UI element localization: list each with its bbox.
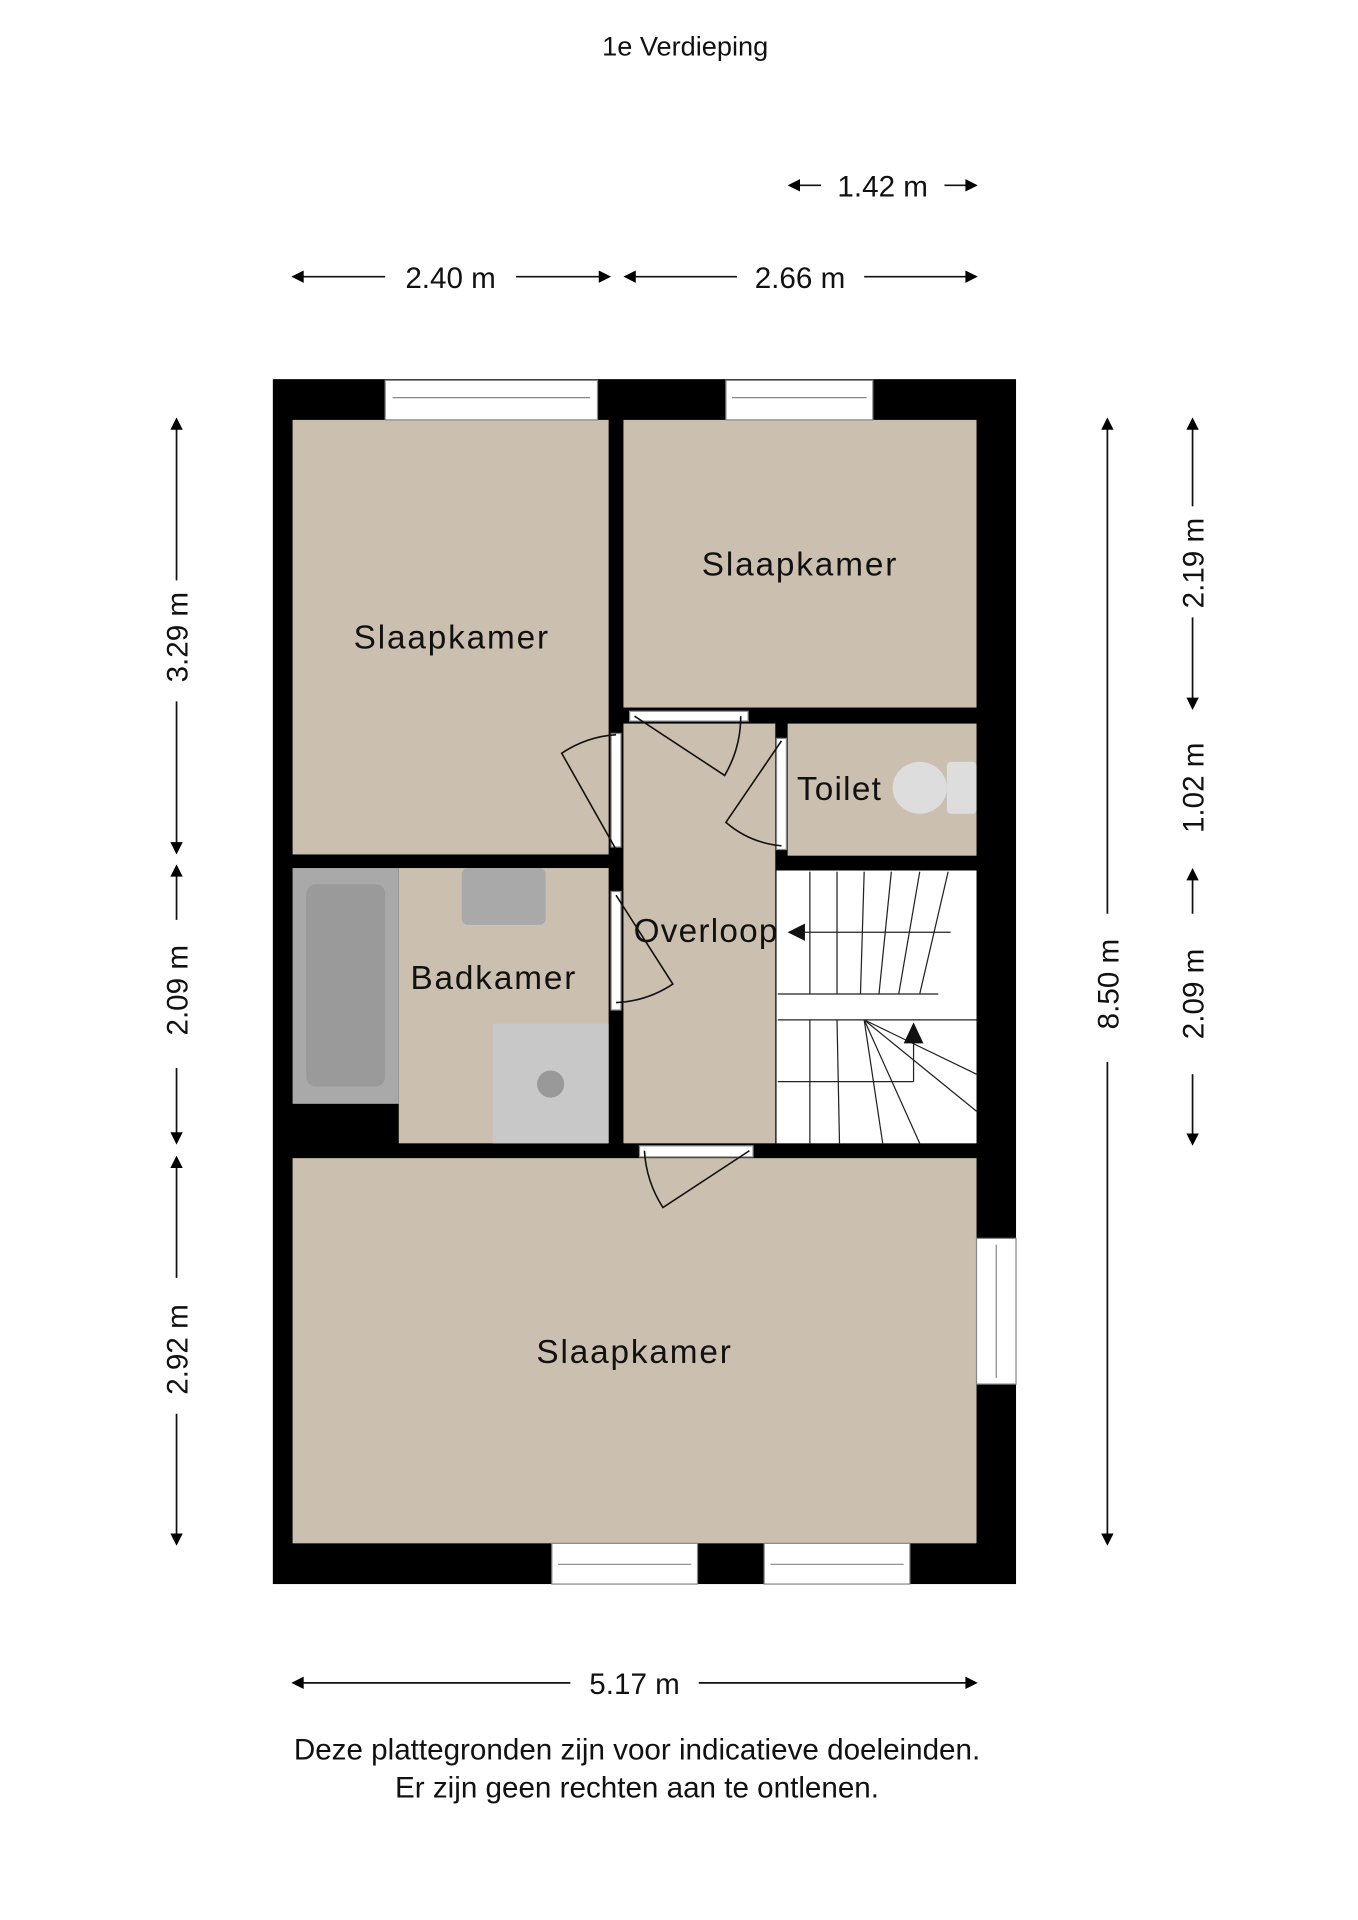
sink-icon [461, 868, 546, 925]
svg-text:8.50 m: 8.50 m [1092, 939, 1125, 1030]
window [384, 379, 599, 421]
room-bedroom-top-left [292, 419, 609, 855]
room-label: Badkamer [410, 960, 577, 997]
dimension-top-small: 1.42 m [787, 170, 978, 203]
door [610, 890, 622, 1011]
svg-text:2.66 m: 2.66 m [755, 262, 846, 295]
svg-text:2.92 m: 2.92 m [162, 1304, 195, 1395]
room-label: Slaapkamer [536, 1334, 732, 1371]
toilet-icon [892, 761, 947, 814]
room-bedroom-bottom [292, 1158, 977, 1544]
svg-text:5.17 m: 5.17 m [589, 1668, 680, 1701]
door [610, 732, 622, 848]
floor-title: 1e Verdieping [602, 31, 768, 62]
door [775, 737, 788, 851]
svg-text:1.42 m: 1.42 m [837, 170, 928, 203]
room-bedroom-top-right [623, 419, 977, 708]
room-label: Slaapkamer [702, 546, 898, 583]
disclaimer-line-2: Er zijn geen rechten aan te ontlenen. [395, 1772, 879, 1805]
dimension-bottom: 5.17 m [291, 1668, 978, 1701]
dimension-top-left: 2.40 m [291, 262, 612, 295]
room-landing [623, 723, 776, 1144]
window [725, 379, 874, 421]
dimension-top-right: 2.66 m [623, 262, 978, 295]
door [638, 1145, 754, 1158]
room-label: Overloop [634, 913, 779, 950]
door [629, 710, 749, 722]
svg-text:2.40 m: 2.40 m [405, 262, 496, 295]
svg-text:2.19 m: 2.19 m [1178, 518, 1211, 609]
stairs-icon [777, 871, 977, 1144]
svg-text:2.09 m: 2.09 m [162, 945, 195, 1036]
room-label: Toilet [797, 771, 882, 808]
svg-text:3.29 m: 3.29 m [162, 592, 195, 683]
dimension-left: 3.29 m 2.09 m 2.92 m [162, 417, 195, 1546]
svg-text:1.02 m: 1.02 m [1178, 743, 1211, 834]
disclaimer-line-1: Deze plattegronden zijn voor indicatieve… [294, 1733, 980, 1766]
room-label: Slaapkamer [354, 619, 550, 656]
dimension-right: 8.50 m 2.19 m 1.02 m 2.09 m [1092, 417, 1211, 1546]
svg-text:2.09 m: 2.09 m [1178, 949, 1211, 1040]
